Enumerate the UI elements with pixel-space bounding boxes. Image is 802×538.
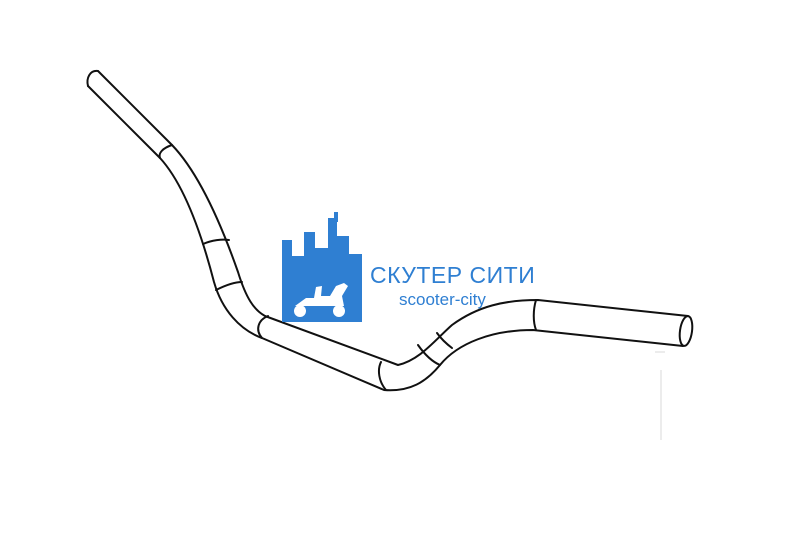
handlebar-left-end (86, 69, 99, 87)
section-line-7 (436, 332, 453, 349)
section-line-8 (532, 299, 537, 331)
handlebar-lower-outline (87, 85, 684, 392)
section-line-3 (215, 281, 243, 291)
section-line-4 (257, 315, 269, 339)
faint-marks (655, 351, 665, 440)
section-line-5 (377, 361, 387, 391)
handlebar-upper-outline (97, 70, 689, 366)
section-line-1 (158, 144, 173, 159)
handlebar-right-end (678, 315, 694, 347)
watermark-title: СКУТЕР СИТИ (370, 262, 536, 288)
city-skyline-scooter-icon (282, 212, 362, 322)
scooter-icon (294, 283, 348, 317)
section-line-2 (202, 238, 230, 245)
section-line-6 (417, 344, 441, 366)
watermark-subtitle: scooter-city (399, 290, 486, 309)
